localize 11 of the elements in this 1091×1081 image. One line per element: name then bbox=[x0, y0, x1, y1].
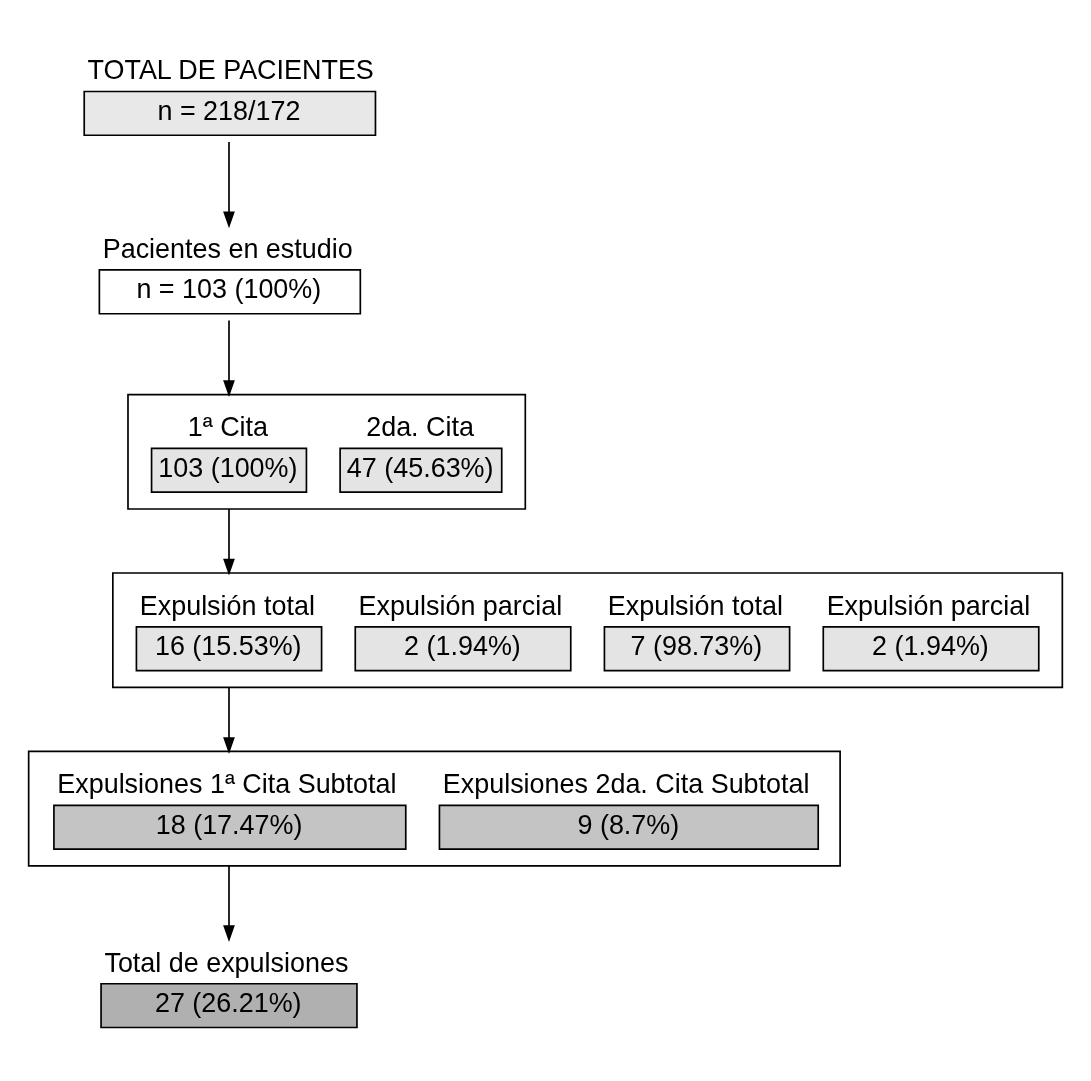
node-label: Expulsiones 2da. Cita Subtotal bbox=[442, 768, 810, 799]
node-label: Expulsión parcial bbox=[358, 590, 563, 621]
node-label: Expulsión total bbox=[607, 590, 783, 621]
node-label: Pacientes en estudio bbox=[102, 233, 353, 264]
node-label: Total de expulsiones bbox=[104, 947, 349, 978]
node-label: 2da. Cita bbox=[366, 411, 474, 442]
node-label: Expulsión parcial bbox=[826, 590, 1031, 621]
node-label: Expulsiones 1ª Cita Subtotal bbox=[57, 768, 397, 799]
node-label: 1ª Cita bbox=[187, 411, 269, 442]
node-label: Expulsión total bbox=[139, 590, 315, 621]
node-label: TOTAL DE PACIENTES bbox=[87, 54, 374, 85]
